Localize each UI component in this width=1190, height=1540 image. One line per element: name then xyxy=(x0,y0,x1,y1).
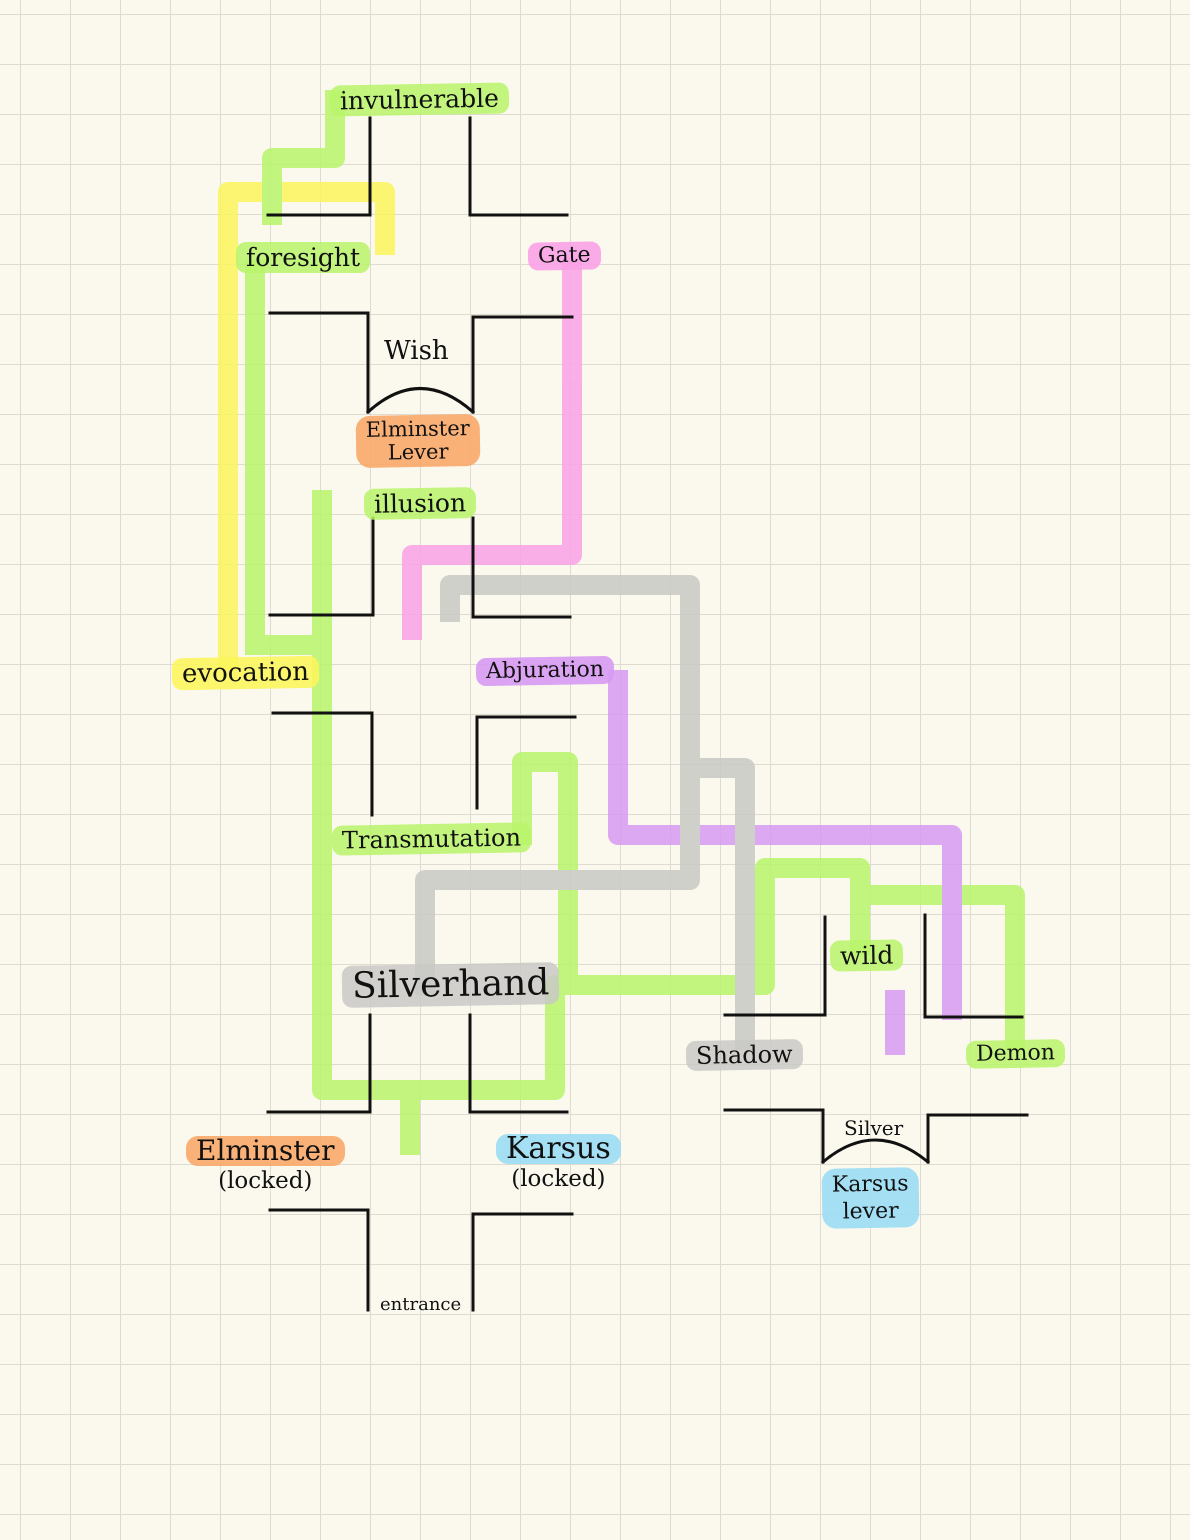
door-label-elminster-locked: Elminster (locked) xyxy=(186,1136,345,1196)
lever-type: lever xyxy=(842,1198,899,1225)
room-label-foresight: foresight xyxy=(236,242,371,273)
room-label-demon: Demon xyxy=(965,1039,1066,1069)
room-label-gate: Gate xyxy=(527,241,601,271)
door-label-karsus-locked: Karsus (locked) xyxy=(496,1134,621,1194)
green-route-upper xyxy=(245,90,345,655)
lever-name: Elminster xyxy=(365,416,470,442)
room-label-transmutation: Transmutation xyxy=(331,822,532,856)
door-status: (locked) xyxy=(218,1168,313,1194)
yellow-route xyxy=(218,182,395,670)
room-label-invulnerable: invulnerable xyxy=(329,82,510,117)
gray-route-loop xyxy=(415,575,700,995)
gray-route-shadow xyxy=(695,758,755,1050)
door-status: (locked) xyxy=(511,1166,606,1192)
room-label-abjuration: Abjuration xyxy=(475,655,615,687)
green-route-illusion xyxy=(312,490,1025,1155)
room-label-wild: wild xyxy=(829,939,904,972)
room-label-wish: Wish xyxy=(384,336,449,366)
door-name: Karsus xyxy=(496,1134,621,1164)
purple-route xyxy=(608,670,962,1055)
room-label-silverhand: Silverhand xyxy=(341,962,560,1008)
room-label-illusion: illusion xyxy=(363,487,477,520)
door-name: Elminster xyxy=(186,1136,345,1166)
room-label-evocation: evocation xyxy=(171,655,320,691)
room-label-shadow: Shadow xyxy=(685,1038,803,1072)
room-label-silver: Silver xyxy=(844,1116,904,1140)
lever-type: Lever xyxy=(387,439,449,465)
lever-name: Karsus xyxy=(831,1171,909,1198)
pink-route xyxy=(402,258,582,640)
lever-label-karsus: Karsus lever xyxy=(821,1167,920,1229)
walls xyxy=(266,116,1029,1312)
room-label-entrance: entrance xyxy=(380,1294,462,1315)
lever-label-elminster: Elminster Lever xyxy=(355,413,481,469)
